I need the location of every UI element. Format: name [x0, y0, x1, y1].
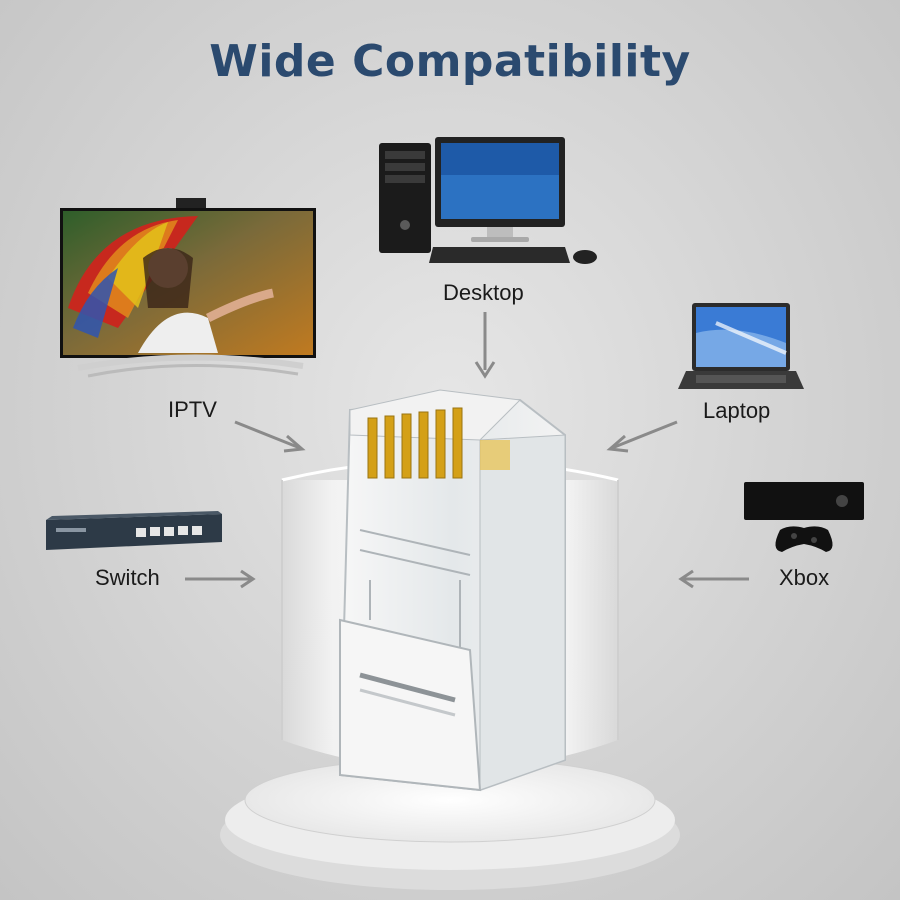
arrow-laptop-diagonal: [606, 420, 678, 453]
page-title: Wide Compatibility: [209, 36, 691, 87]
game-console-icon: [744, 482, 864, 552]
arrow-desktop-down: [474, 312, 496, 379]
arrow-iptv-diagonal: [234, 420, 306, 453]
laptop-icon: [678, 303, 804, 389]
arrow-xbox-left: [678, 569, 749, 589]
rj45-connector-icon: [338, 389, 566, 792]
laptop-label: Laptop: [703, 398, 771, 423]
arrow-switch-right: [185, 569, 256, 589]
desktop-label: Desktop: [443, 280, 524, 305]
network-switch-icon: [46, 511, 222, 550]
desktop-computer-icon: [379, 137, 597, 264]
television-icon: [60, 198, 316, 378]
xbox-label: Xbox: [779, 565, 830, 590]
switch-label: Switch: [95, 565, 160, 590]
iptv-label: IPTV: [168, 397, 217, 422]
